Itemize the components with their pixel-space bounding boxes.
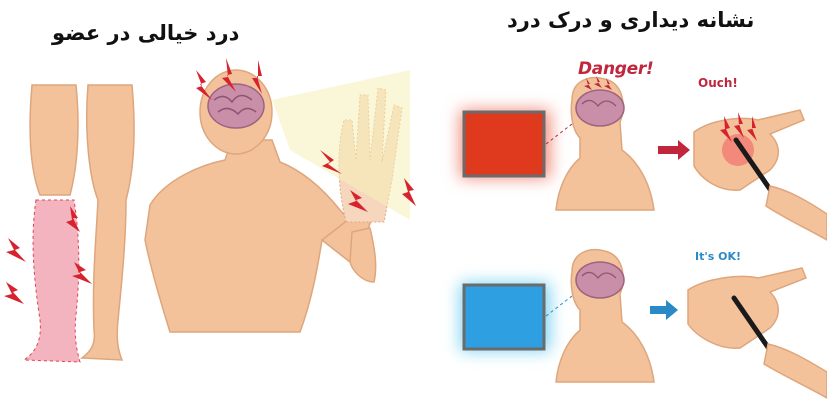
safe-scene (460, 250, 827, 398)
blue-arrow-icon (650, 300, 678, 320)
brain-icon (208, 84, 264, 128)
blue-screen (464, 285, 544, 349)
red-screen (464, 112, 544, 176)
danger-scene (460, 76, 827, 240)
body-figure (145, 70, 410, 332)
red-arrow-icon (658, 140, 690, 160)
brain-icon (576, 262, 624, 298)
brain-icon (576, 90, 624, 126)
phantom-limb-panel: درد خیالی در عضو (0, 0, 440, 405)
its-ok-label: It's OK! (695, 250, 741, 263)
ouch-label: Ouch! (698, 76, 738, 90)
legs-figure (24, 85, 134, 362)
visual-cue-panel: نشانه دیداری و درک درد (440, 0, 827, 405)
danger-label: Danger! (578, 59, 653, 79)
hand-bottom (688, 268, 806, 348)
phantom-limb-illustration (0, 0, 440, 405)
